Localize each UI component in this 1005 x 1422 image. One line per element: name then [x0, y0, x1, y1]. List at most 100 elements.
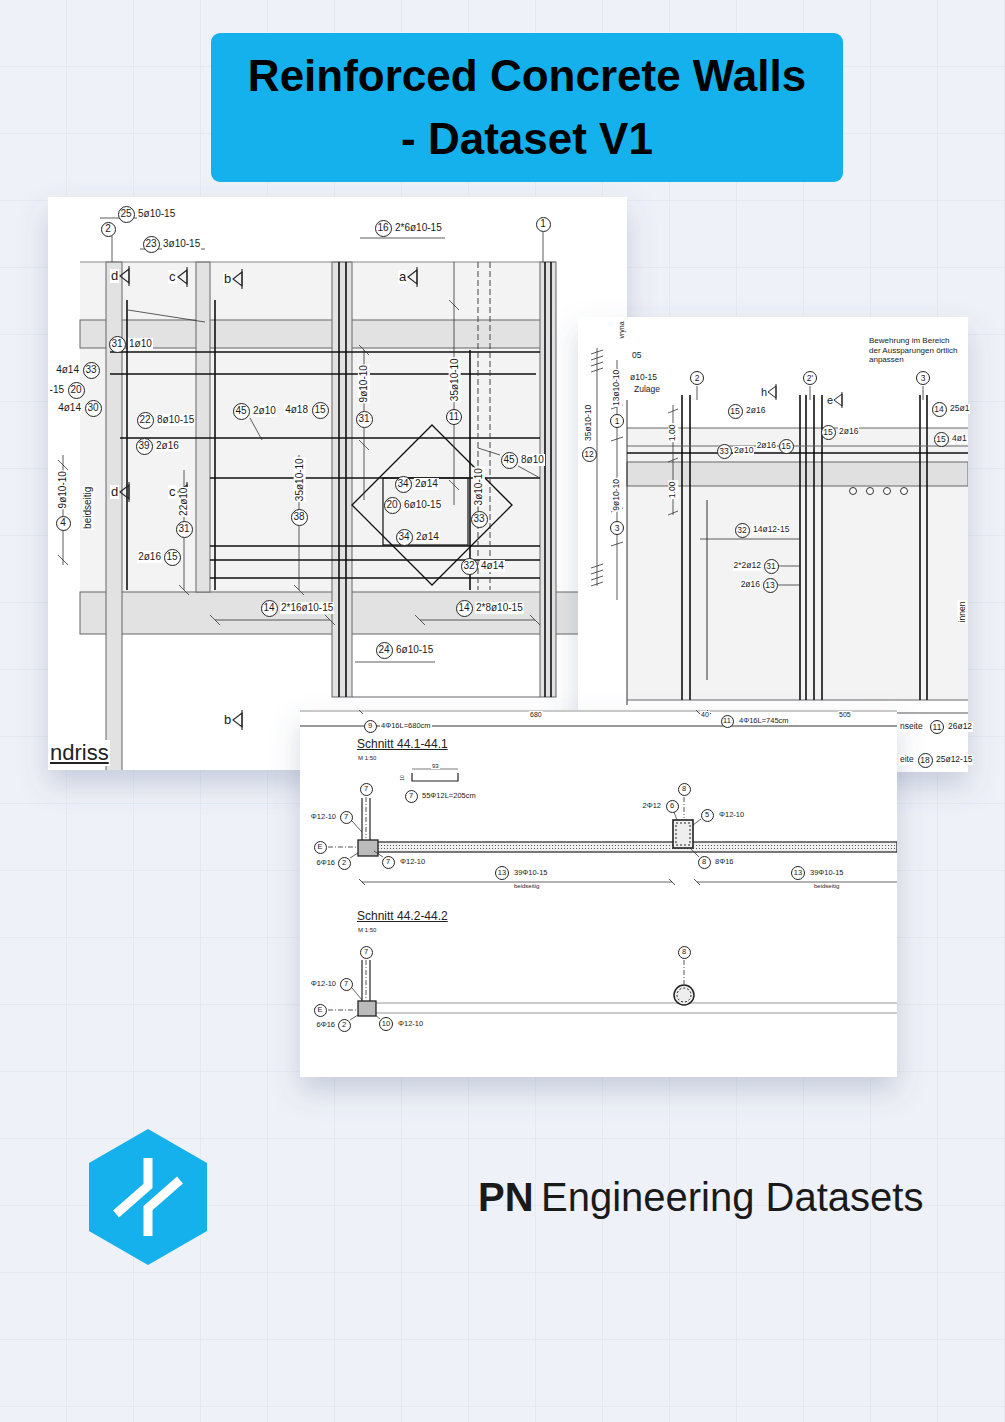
brand-name: PN	[478, 1174, 534, 1220]
callout-number: 33	[471, 511, 488, 528]
rebar-label: 26ø12	[947, 722, 973, 732]
section-heading: ndriss	[49, 740, 110, 765]
drawing-sheet-part-part	[378, 845, 897, 846]
callout-number: 8	[678, 946, 691, 959]
callout-number: 20	[68, 382, 85, 399]
callout-number: 31	[109, 336, 126, 353]
drawing-sheet	[578, 317, 968, 772]
drawing-sheet-part-part-part	[805, 395, 807, 700]
drawing-sheet-part-part	[352, 425, 512, 585]
rebar-label: 25ø1	[949, 404, 970, 414]
callout-number: E	[314, 1004, 327, 1017]
drawing-sheet-part-part	[300, 711, 897, 712]
drawing-sheet-part-part	[540, 262, 556, 697]
drawing-sheet-part-part-part	[700, 539, 800, 540]
callout-number: 3	[916, 371, 930, 385]
drawing-sheet-part-part-part	[597, 348, 598, 586]
drawing-sheet-part-part	[707, 500, 708, 680]
callout-number: 2	[690, 371, 704, 385]
drawing-sheet-part-part-part	[374, 851, 383, 857]
drawing-sheet-part-part-part	[478, 262, 479, 590]
drawing-sheet-part-part	[366, 797, 367, 838]
callout-number: 5	[701, 809, 714, 822]
section-mark: h	[760, 386, 768, 399]
dimension-text: 10	[400, 774, 406, 782]
drawing-sheet-part-part	[80, 262, 545, 592]
drawing-sheet-part-part	[352, 697, 540, 698]
dimension-text: 35ø10-10	[448, 358, 460, 403]
rebar-label: beidseitig	[813, 883, 840, 890]
drawing-sheet-part-part-part	[668, 409, 678, 515]
drawing-sheet-part-part	[676, 823, 690, 845]
drawing-sheet-part-part	[369, 798, 370, 840]
callout-number: 14	[261, 600, 278, 617]
drawing-sheet-part-part-part	[923, 386, 924, 400]
brand-logo-part	[148, 1180, 180, 1236]
section-mark: d	[110, 269, 119, 284]
drawing-sheet-part-part-part	[768, 386, 776, 398]
drawing-sheet-part-part	[361, 798, 362, 840]
drawing-sheet-part-part	[196, 262, 210, 592]
brand-logo-part	[89, 1129, 207, 1265]
rebar-label: 2ø10	[733, 446, 754, 456]
drawing-sheet-part	[58, 218, 627, 770]
drawing-sheet-part-part-part	[345, 262, 347, 697]
section-mark: e	[826, 394, 834, 407]
drawing-sheet-part-part	[478, 262, 490, 590]
drawing-sheet-part-part	[120, 266, 417, 730]
callout-number: 13	[763, 578, 778, 593]
drawing-sheet-part-part	[591, 348, 923, 600]
callout-number: 14	[932, 402, 947, 417]
drawing-sheet-part-part	[350, 812, 701, 1020]
drawing-sheet-part-part-part	[360, 238, 445, 239]
drawing-sheet-part-part-part	[518, 466, 540, 478]
rebar-label: Zulage	[633, 385, 661, 395]
rebar-label: 4Φ16L=680cm	[380, 722, 432, 731]
rebar-label: -15	[49, 384, 65, 396]
rebar-label: 2*16ø10-15	[280, 602, 334, 614]
rebar-label: 6ø10-15	[395, 644, 434, 656]
rebar-label: 25ø12-15	[935, 755, 973, 765]
drawing-sheet-part-part-part	[778, 566, 800, 567]
rebar-label: 6ø10-15	[403, 499, 442, 511]
callout-number: 2	[101, 222, 116, 237]
drawing-sheet-part	[578, 317, 968, 772]
rebar-label: 505	[838, 711, 852, 719]
dimension-text: 22ø10	[178, 487, 190, 517]
section-mark: c	[168, 485, 177, 500]
section-heading: Schnitt 44.1-44.1	[356, 738, 449, 752]
rebar-label: 2*6ø10-15	[394, 222, 443, 234]
drawing-sheet-part-part-part	[813, 395, 815, 700]
callout-number: 12	[582, 447, 597, 462]
drawing-sheet-part-part-part	[215, 620, 330, 621]
rebar-label: 93	[431, 763, 440, 770]
dimension-text: 1.00	[668, 481, 678, 500]
rebar-label: 4Φ16L=745cm	[738, 717, 790, 726]
drawing-sheet-part-part	[360, 842, 897, 852]
section-mark: c	[168, 270, 177, 285]
drawing-sheet-part	[300, 710, 897, 1020]
drawing-sheet-part-part-part	[691, 849, 699, 857]
callout-number: 7	[405, 790, 418, 803]
callout-number: E	[314, 841, 327, 854]
rebar-label: 4ø14	[57, 402, 82, 414]
drawing-sheet-part-part-part	[352, 988, 362, 1000]
callout-number: 10	[379, 1017, 393, 1031]
drawing-sheet-part-part-part	[490, 262, 491, 590]
drawing-sheet-part-part-part	[810, 386, 811, 400]
drawing-sheet-part-part-part	[867, 488, 874, 495]
drawing-sheet-part-part	[358, 840, 378, 856]
drawing-sheet-part-part-part	[543, 232, 544, 262]
callout-number: 7	[340, 978, 353, 991]
drawing-sheet-part-part-part	[420, 620, 535, 621]
drawing-sheet-part-part-part	[352, 821, 362, 832]
callout-number: 2'	[803, 371, 817, 385]
drawing-sheet-part-part-part	[834, 394, 842, 406]
callout-number: 16	[375, 220, 392, 237]
rebar-label: 2ø16	[740, 580, 761, 590]
drawing-sheet-part-part-part	[233, 272, 242, 286]
rebar-label: eite	[899, 755, 915, 765]
drawing-sheet-part-part-part	[799, 395, 801, 700]
callout-number: 13	[791, 866, 805, 880]
